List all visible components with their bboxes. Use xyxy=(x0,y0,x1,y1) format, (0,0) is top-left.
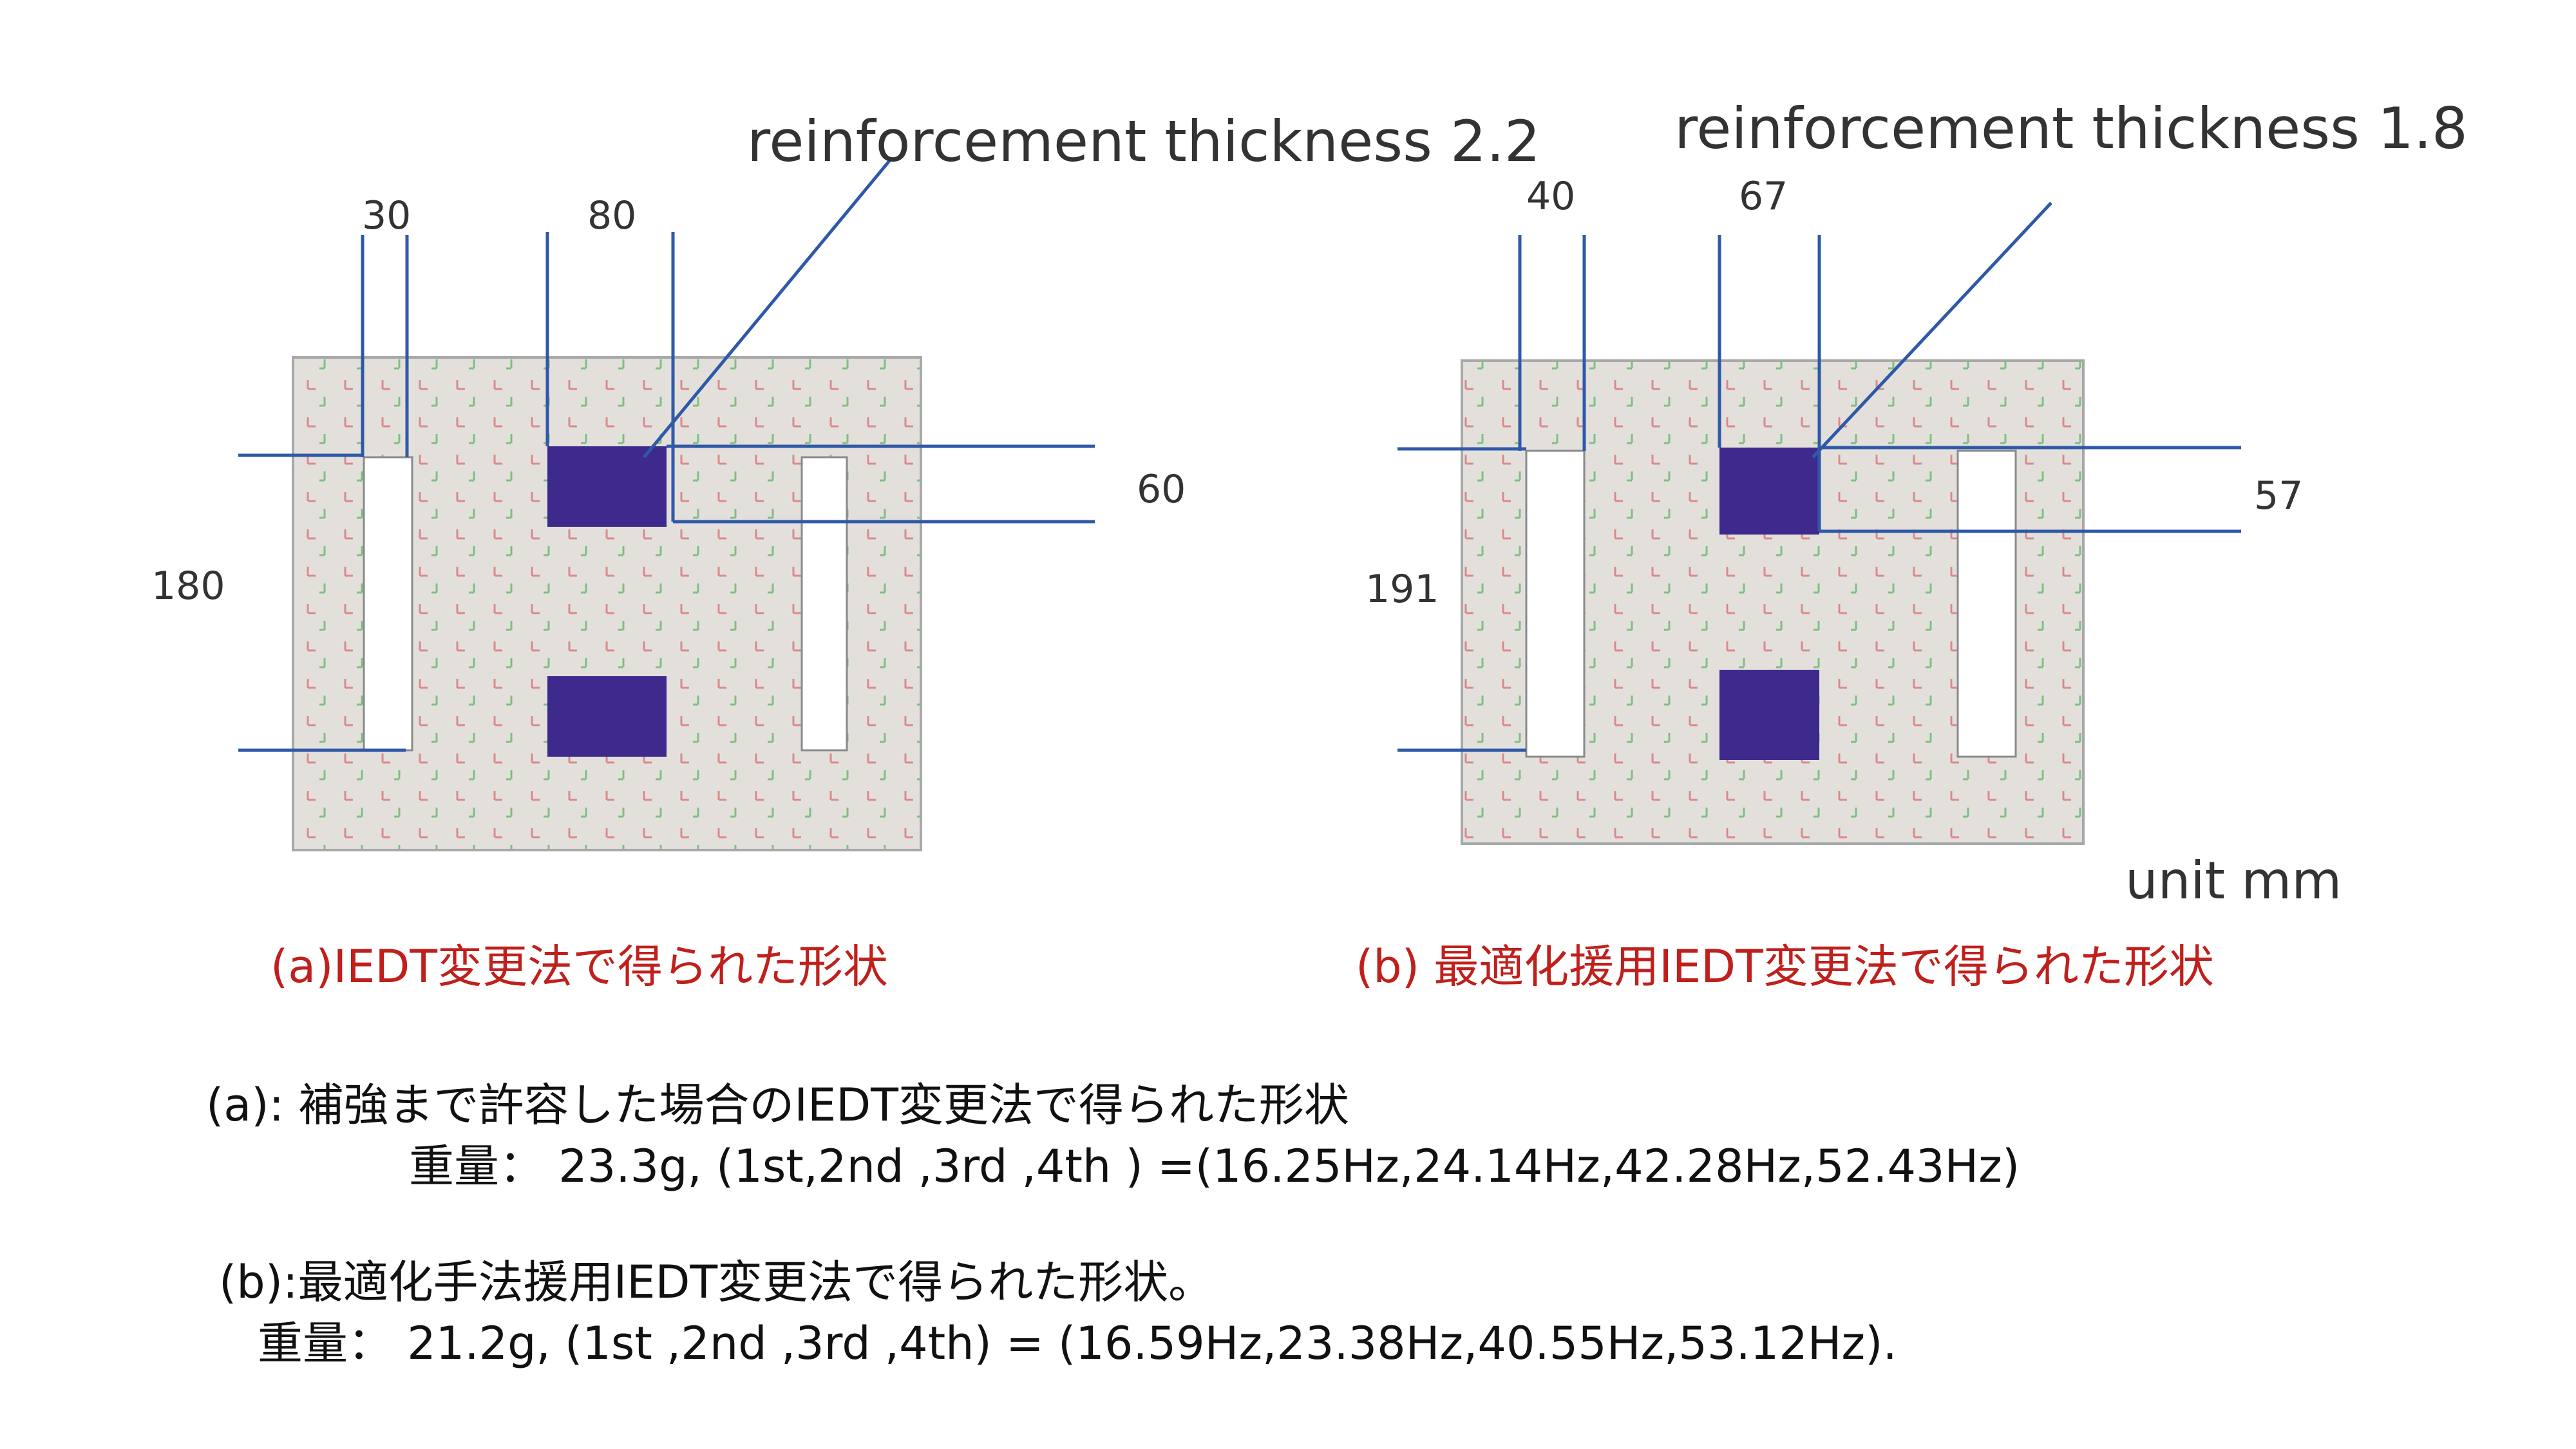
panel-b-dim-block-width: 67 xyxy=(1739,174,1788,219)
panel-b-dim-slot-height: 191 xyxy=(1365,567,1439,612)
panel-a-drawing: 30 80 60 180 reinforcement thickness 2.2 xyxy=(151,108,1540,851)
panel-a-reinforcement-top xyxy=(547,446,667,527)
panel-b-reinforcement-top xyxy=(1719,448,1819,535)
panel-a-dim-block-height: 60 xyxy=(1137,467,1186,512)
description-b-detail: 重量： 21.2g, (1st ,2nd ,3rd ,4th) = (16.59… xyxy=(258,1317,1897,1370)
panel-b-leader-lines xyxy=(1397,202,2241,752)
description-a-title: (a): 補強まで許容した場合のIEDT変更法で得られた形状 xyxy=(206,1079,1349,1132)
panel-a-dim-slot-width: 30 xyxy=(362,193,411,238)
panel-a-reinforcement-label: reinforcement thickness 2.2 xyxy=(747,108,1540,175)
panel-b-reinforcement-bottom xyxy=(1719,670,1819,760)
panel-b-drawing: 40 67 57 191 reinforcement thickness 1.8 xyxy=(1365,95,2468,845)
panel-a-leader-lines xyxy=(238,156,1095,752)
panel-b-reinforcement-label: reinforcement thickness 1.8 xyxy=(1674,95,2468,162)
panel-b-right-slot xyxy=(1956,450,2017,758)
description-a-detail: 重量： 23.3g, (1st,2nd ,3rd ,4th ) =(16.25H… xyxy=(409,1140,2020,1193)
panel-a-caption: (a)IEDT変更法で得られた形状 xyxy=(270,940,889,993)
panel-a-reinforcement-bottom xyxy=(547,676,667,757)
panel-a-left-slot xyxy=(363,456,413,752)
panel-b-dim-slot-width: 40 xyxy=(1526,174,1575,219)
panel-b-caption: (b) 最適化援用IEDT変更法で得られた形状 xyxy=(1356,940,2214,993)
panel-a-right-slot xyxy=(800,456,848,752)
panel-b-dim-block-height: 57 xyxy=(2254,473,2303,518)
panel-a-dim-block-width: 80 xyxy=(587,193,636,238)
panel-b-left-slot xyxy=(1525,450,1586,758)
description-b-title: (b):最適化手法援用IEDT変更法で得られた形状。 xyxy=(219,1256,1214,1309)
unit-label: unit mm xyxy=(2125,851,2342,911)
panel-a-dim-slot-height: 180 xyxy=(151,564,225,609)
